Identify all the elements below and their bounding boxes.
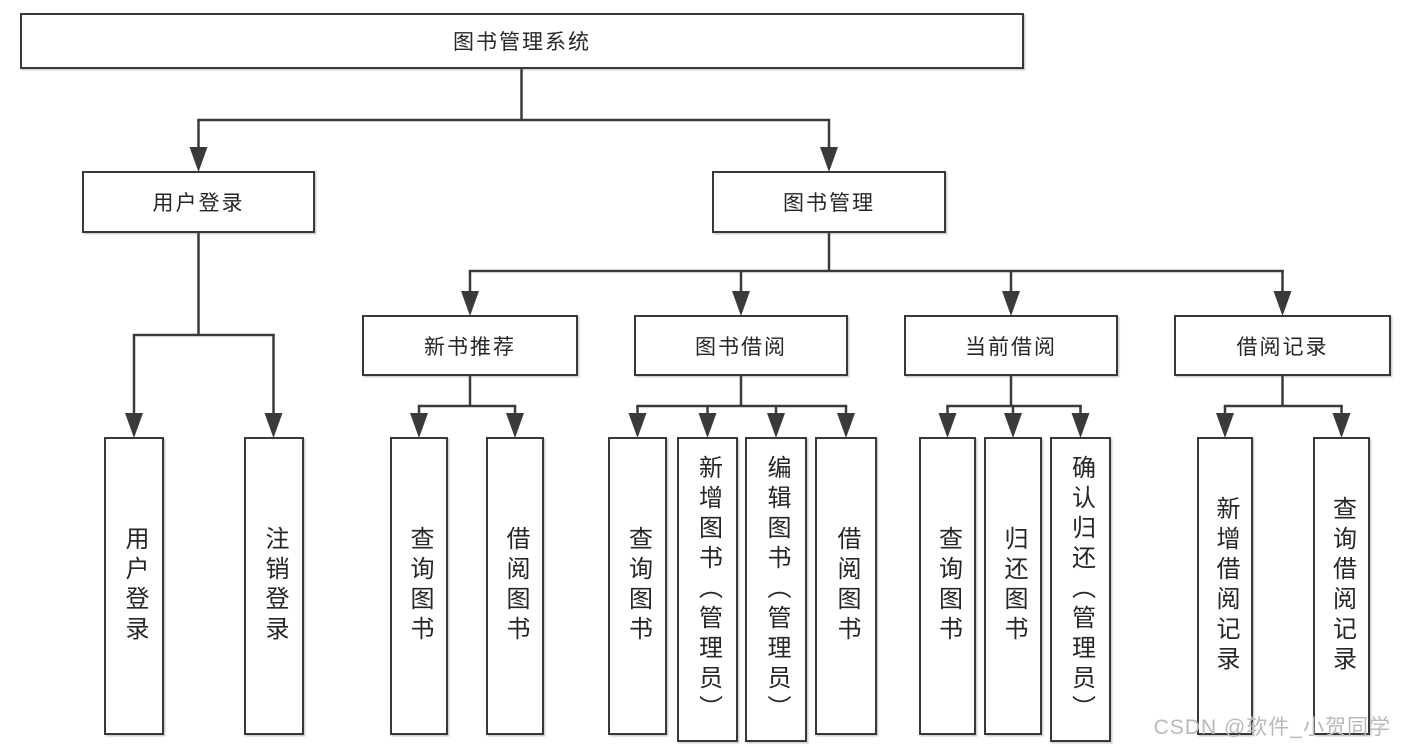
connector-bookmgmt-to-level2 bbox=[461, 233, 1292, 316]
connector-current-to-leaves bbox=[938, 375, 1090, 438]
leaf-add-borrow-record: 新增借阅记录 bbox=[1197, 437, 1253, 735]
leaf-borrow-books-borrowing: 借阅图书 bbox=[815, 437, 877, 735]
node-user-login: 用户登录 bbox=[82, 171, 315, 233]
connector-newbooks-to-leaves bbox=[410, 375, 524, 438]
leaf-return-books: 归还图书 bbox=[984, 437, 1042, 735]
node-borrow-records: 借阅记录 bbox=[1174, 315, 1391, 376]
node-root-library-system: 图书管理系统 bbox=[20, 13, 1024, 69]
csdn-watermark: CSDN @软件_小贺同学 bbox=[1153, 716, 1391, 739]
node-book-management: 图书管理 bbox=[712, 171, 946, 233]
connector-borrowing-to-leaves bbox=[628, 375, 855, 438]
leaf-add-books-admin: 新增图书（管理员） bbox=[677, 437, 738, 742]
node-new-book-recommend: 新书推荐 bbox=[362, 315, 578, 376]
connector-records-to-leaves bbox=[1216, 375, 1351, 438]
connector-root-to-level1 bbox=[189, 68, 838, 172]
node-book-borrowing: 图书借阅 bbox=[634, 315, 848, 376]
node-current-borrowing: 当前借阅 bbox=[904, 315, 1118, 376]
leaf-borrow-books-newbooks: 借阅图书 bbox=[486, 437, 544, 735]
leaf-user-login: 用户登录 bbox=[104, 437, 164, 735]
leaf-edit-books-admin: 编辑图书（管理员） bbox=[745, 437, 807, 742]
leaf-confirm-return-admin: 确认归还（管理员） bbox=[1050, 437, 1111, 742]
leaf-query-borrow-record: 查询借阅记录 bbox=[1313, 437, 1370, 735]
connector-userlogin-to-leaves bbox=[125, 233, 283, 438]
leaf-query-books-borrowing: 查询图书 bbox=[608, 437, 667, 735]
leaf-logout: 注销登录 bbox=[244, 437, 304, 735]
leaf-query-books-newbooks: 查询图书 bbox=[390, 437, 448, 735]
leaf-query-books-current: 查询图书 bbox=[919, 437, 976, 735]
